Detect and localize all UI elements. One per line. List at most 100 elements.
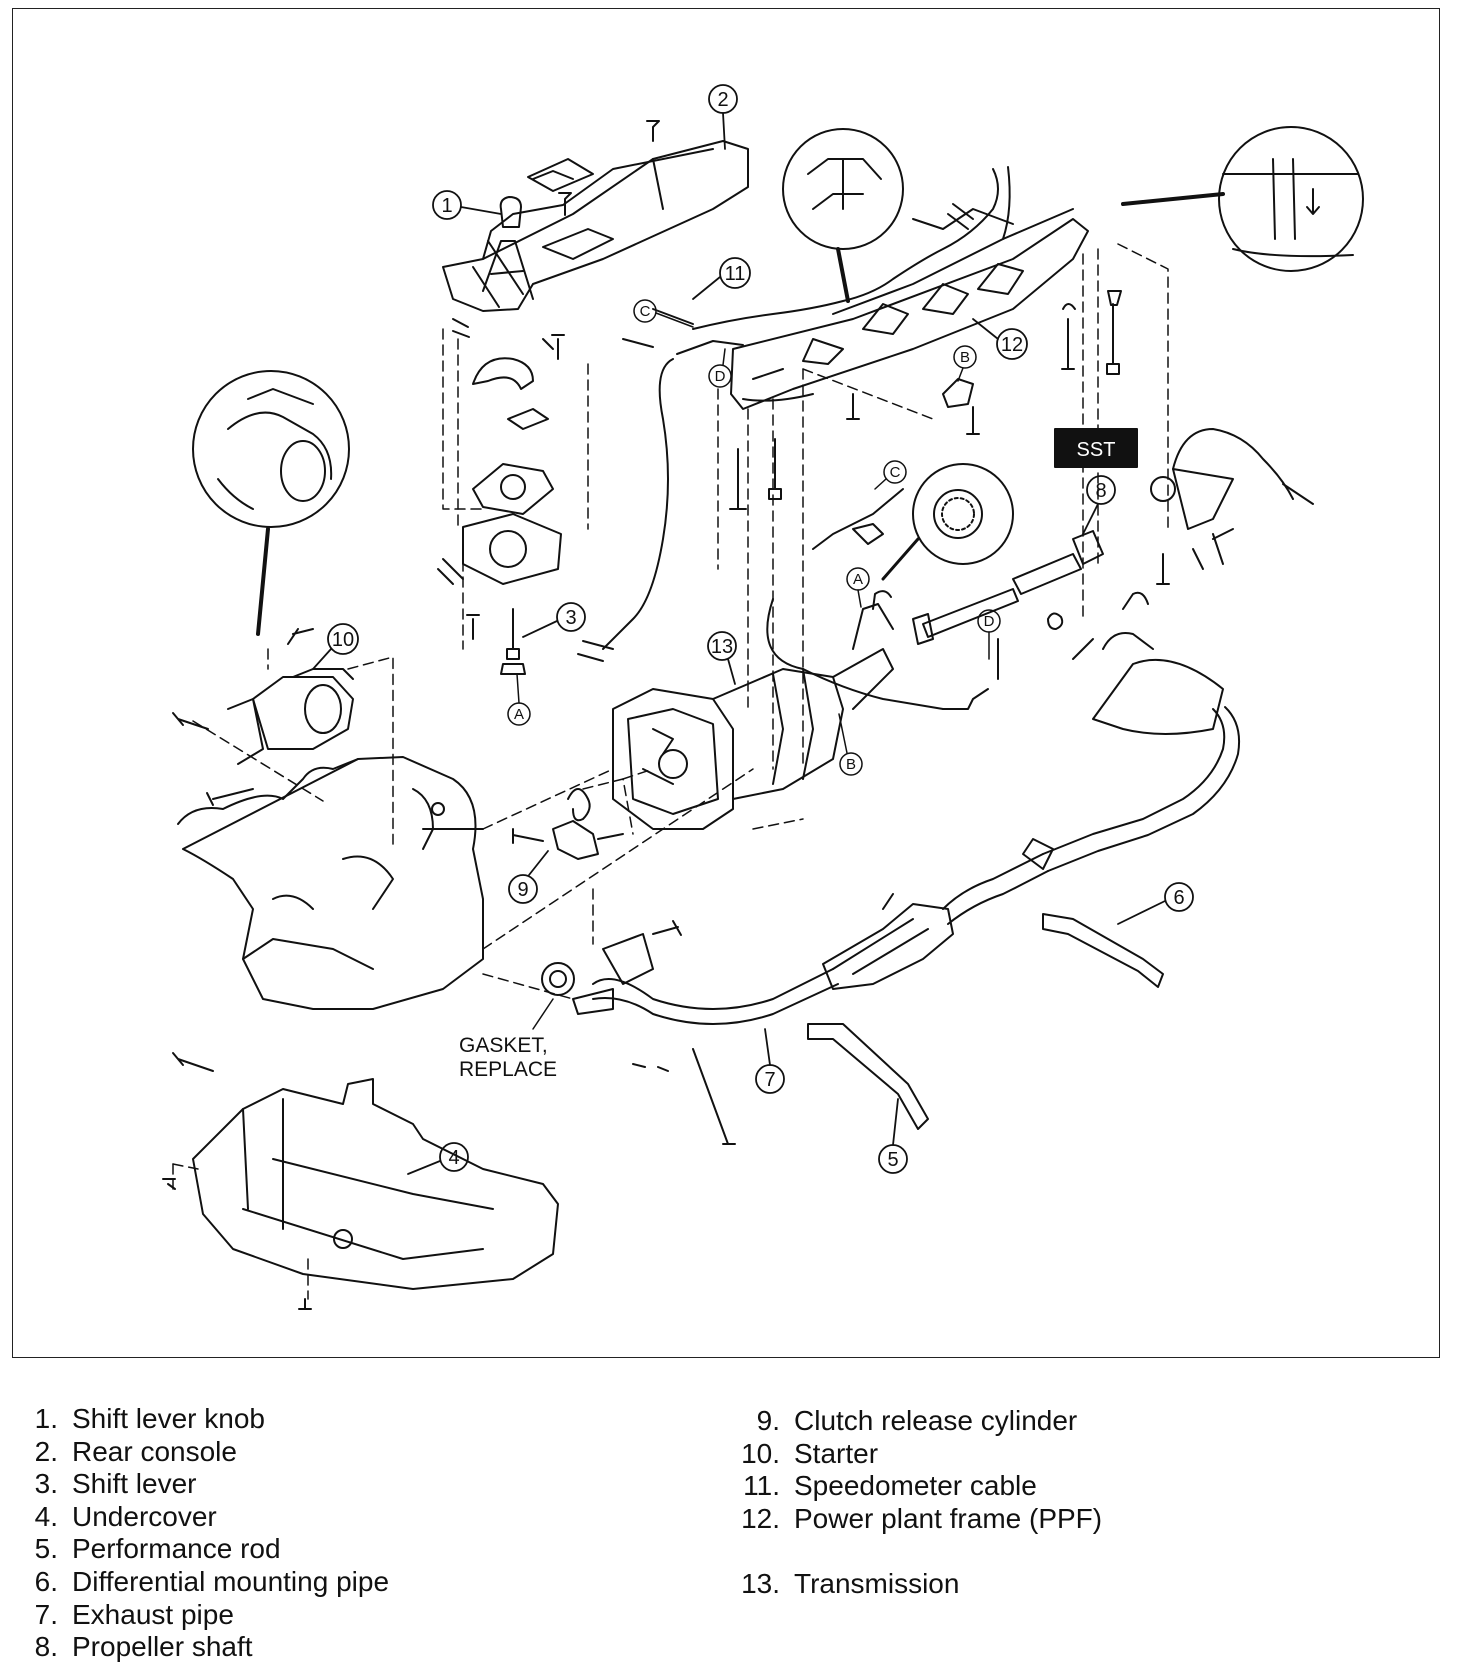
- legend-item-number: 5.: [34, 1533, 58, 1565]
- legend-item: 12. Power plant frame (PPF): [720, 1503, 1102, 1536]
- callout-6: 6: [1117, 882, 1194, 925]
- svg-text:A: A: [514, 706, 524, 723]
- svg-text:3: 3: [565, 607, 576, 629]
- legend-item-label: Power plant frame (PPF): [794, 1502, 1103, 1534]
- legend-item: 1. Shift lever knob: [14, 1403, 389, 1436]
- legend-item-number: 2.: [34, 1435, 58, 1467]
- gasket-note: GASKET, REPLACE: [459, 998, 557, 1081]
- legend-item-number: 13.: [741, 1567, 780, 1599]
- svg-text:9: 9: [517, 879, 528, 901]
- sst-label: SST: [1077, 439, 1116, 461]
- gasket-note-line2: REPLACE: [459, 1058, 557, 1081]
- dashed-guides-starter: [192, 648, 394, 845]
- legend-item: 6. Differential mounting pipe: [14, 1566, 389, 1599]
- rear-console-part: [442, 140, 749, 312]
- ppf-bolts: [729, 203, 1122, 510]
- clip-zoom-circle: [782, 128, 904, 303]
- letter-b-top: B: [953, 345, 977, 382]
- svg-text:C: C: [890, 464, 901, 481]
- callout-12: 12: [972, 318, 1028, 360]
- callout-3: 3: [522, 602, 586, 638]
- svg-text:11: 11: [725, 263, 746, 285]
- exhaust-pipe-part: [541, 920, 839, 1145]
- legend-item-label: Transmission: [794, 1567, 960, 1599]
- svg-text:2: 2: [717, 89, 728, 111]
- speedometer-cable-part: [577, 308, 744, 662]
- legend-item-number: 4.: [34, 1500, 58, 1532]
- undercover-part: [162, 1052, 559, 1310]
- number-callouts: 1 2 3 4 5 6 7 8 9 10 11 12 13: [312, 84, 1194, 1175]
- legend-item: 9. Clutch release cylinder: [720, 1405, 1102, 1438]
- letter-d-top: D: [708, 348, 732, 388]
- svg-text:10: 10: [332, 629, 354, 651]
- shift-lever-stack: [437, 357, 562, 675]
- legend-item-number: 8.: [34, 1631, 58, 1663]
- svg-text:B: B: [960, 349, 970, 366]
- legend-item: 3.Shift lever: [14, 1468, 389, 1501]
- callout-2: 2: [708, 84, 738, 150]
- legend-item-label: Exhaust pipe: [72, 1598, 234, 1630]
- dashed-guides-left: [442, 328, 589, 650]
- callout-9: 9: [508, 850, 549, 904]
- legend-item-label: Shift lever: [72, 1468, 197, 1500]
- legend-item-number: 12.: [741, 1502, 780, 1534]
- callout-13: 13: [707, 631, 737, 685]
- legend-item: 10. Starter: [720, 1438, 1102, 1471]
- exploded-diagram: SST GASKET, REPLACE 1 2 3 4 5 6 7 8 9 10…: [162, 84, 1364, 1310]
- svg-text:A: A: [853, 571, 863, 588]
- svg-text:4: 4: [448, 1147, 459, 1169]
- legend-item: 11. Speedometer cable: [720, 1470, 1102, 1503]
- legend-item: 2. Rear console: [14, 1436, 389, 1469]
- svg-text:6: 6: [1173, 887, 1184, 909]
- callout-11: 11: [692, 257, 751, 300]
- legend-item-label: Speedometer cable: [794, 1470, 1037, 1502]
- wiring-cd: [766, 488, 999, 710]
- diagram-frame: SST GASKET, REPLACE 1 2 3 4 5 6 7 8 9 10…: [12, 8, 1440, 1358]
- transmission-part: [612, 590, 894, 830]
- callout-5: 5: [878, 1098, 908, 1174]
- legend-item-number: 10.: [741, 1437, 780, 1469]
- dashed-guides-cyl: [582, 768, 654, 835]
- letter-callouts: A A B B C C D D: [507, 299, 1001, 776]
- letter-a-top: A: [846, 567, 870, 608]
- legend-item: 5.Performance rod: [14, 1533, 389, 1566]
- legend-item-label: Clutch release cylinder: [794, 1405, 1078, 1436]
- callout-7: 7: [755, 1028, 785, 1094]
- legend-item-number: 9.: [756, 1405, 780, 1436]
- legend-item-number: 1.: [34, 1403, 58, 1434]
- engine-block-part: [177, 756, 484, 1010]
- legend-item-label: Rear console: [72, 1435, 237, 1467]
- svg-text:1: 1: [441, 195, 452, 217]
- svg-text:B: B: [846, 756, 856, 773]
- svg-text:7: 7: [764, 1069, 775, 1091]
- legend-item: 7. Exhaust pipe: [14, 1599, 389, 1632]
- performance-rod-part: [807, 1023, 929, 1130]
- legend-item-number: 6.: [34, 1565, 58, 1597]
- legend-spacer: [720, 1535, 1102, 1568]
- legend-item-label: Starter: [794, 1437, 879, 1469]
- differential-mounting-pipe-part: [1042, 913, 1164, 988]
- legend-item-label: Propeller shaft: [72, 1631, 253, 1663]
- legend-item-number: 7.: [34, 1598, 58, 1630]
- callout-4: 4: [407, 1142, 469, 1175]
- svg-text:C: C: [640, 303, 651, 320]
- legend-item-label: Differential mounting pipe: [72, 1565, 390, 1597]
- legend-item: 4. Undercover: [14, 1501, 389, 1534]
- dashed-guides-undercover: [172, 1163, 309, 1300]
- callout-8: 8: [1082, 475, 1116, 535]
- legend-right: 9. Clutch release cylinder 10. Starter 11. Sp…: [720, 1405, 1102, 1601]
- clutch-release-cylinder-part: [512, 788, 624, 860]
- shift-boot-part: [482, 240, 534, 300]
- ppf-zoom-circle: [1121, 126, 1364, 272]
- callout-1: 1: [432, 190, 502, 220]
- svg-text:D: D: [715, 368, 726, 385]
- muffler-part: [1022, 591, 1241, 872]
- legend-item-label: Undercover: [72, 1500, 217, 1532]
- shift-knob-part: [499, 196, 522, 228]
- legend-item-number: 11.: [743, 1470, 780, 1502]
- legend-item-label: Shift lever knob: [72, 1403, 265, 1434]
- b-bracket: [942, 378, 980, 435]
- svg-text:12: 12: [1001, 334, 1023, 356]
- propeller-shaft-part: [912, 530, 1104, 645]
